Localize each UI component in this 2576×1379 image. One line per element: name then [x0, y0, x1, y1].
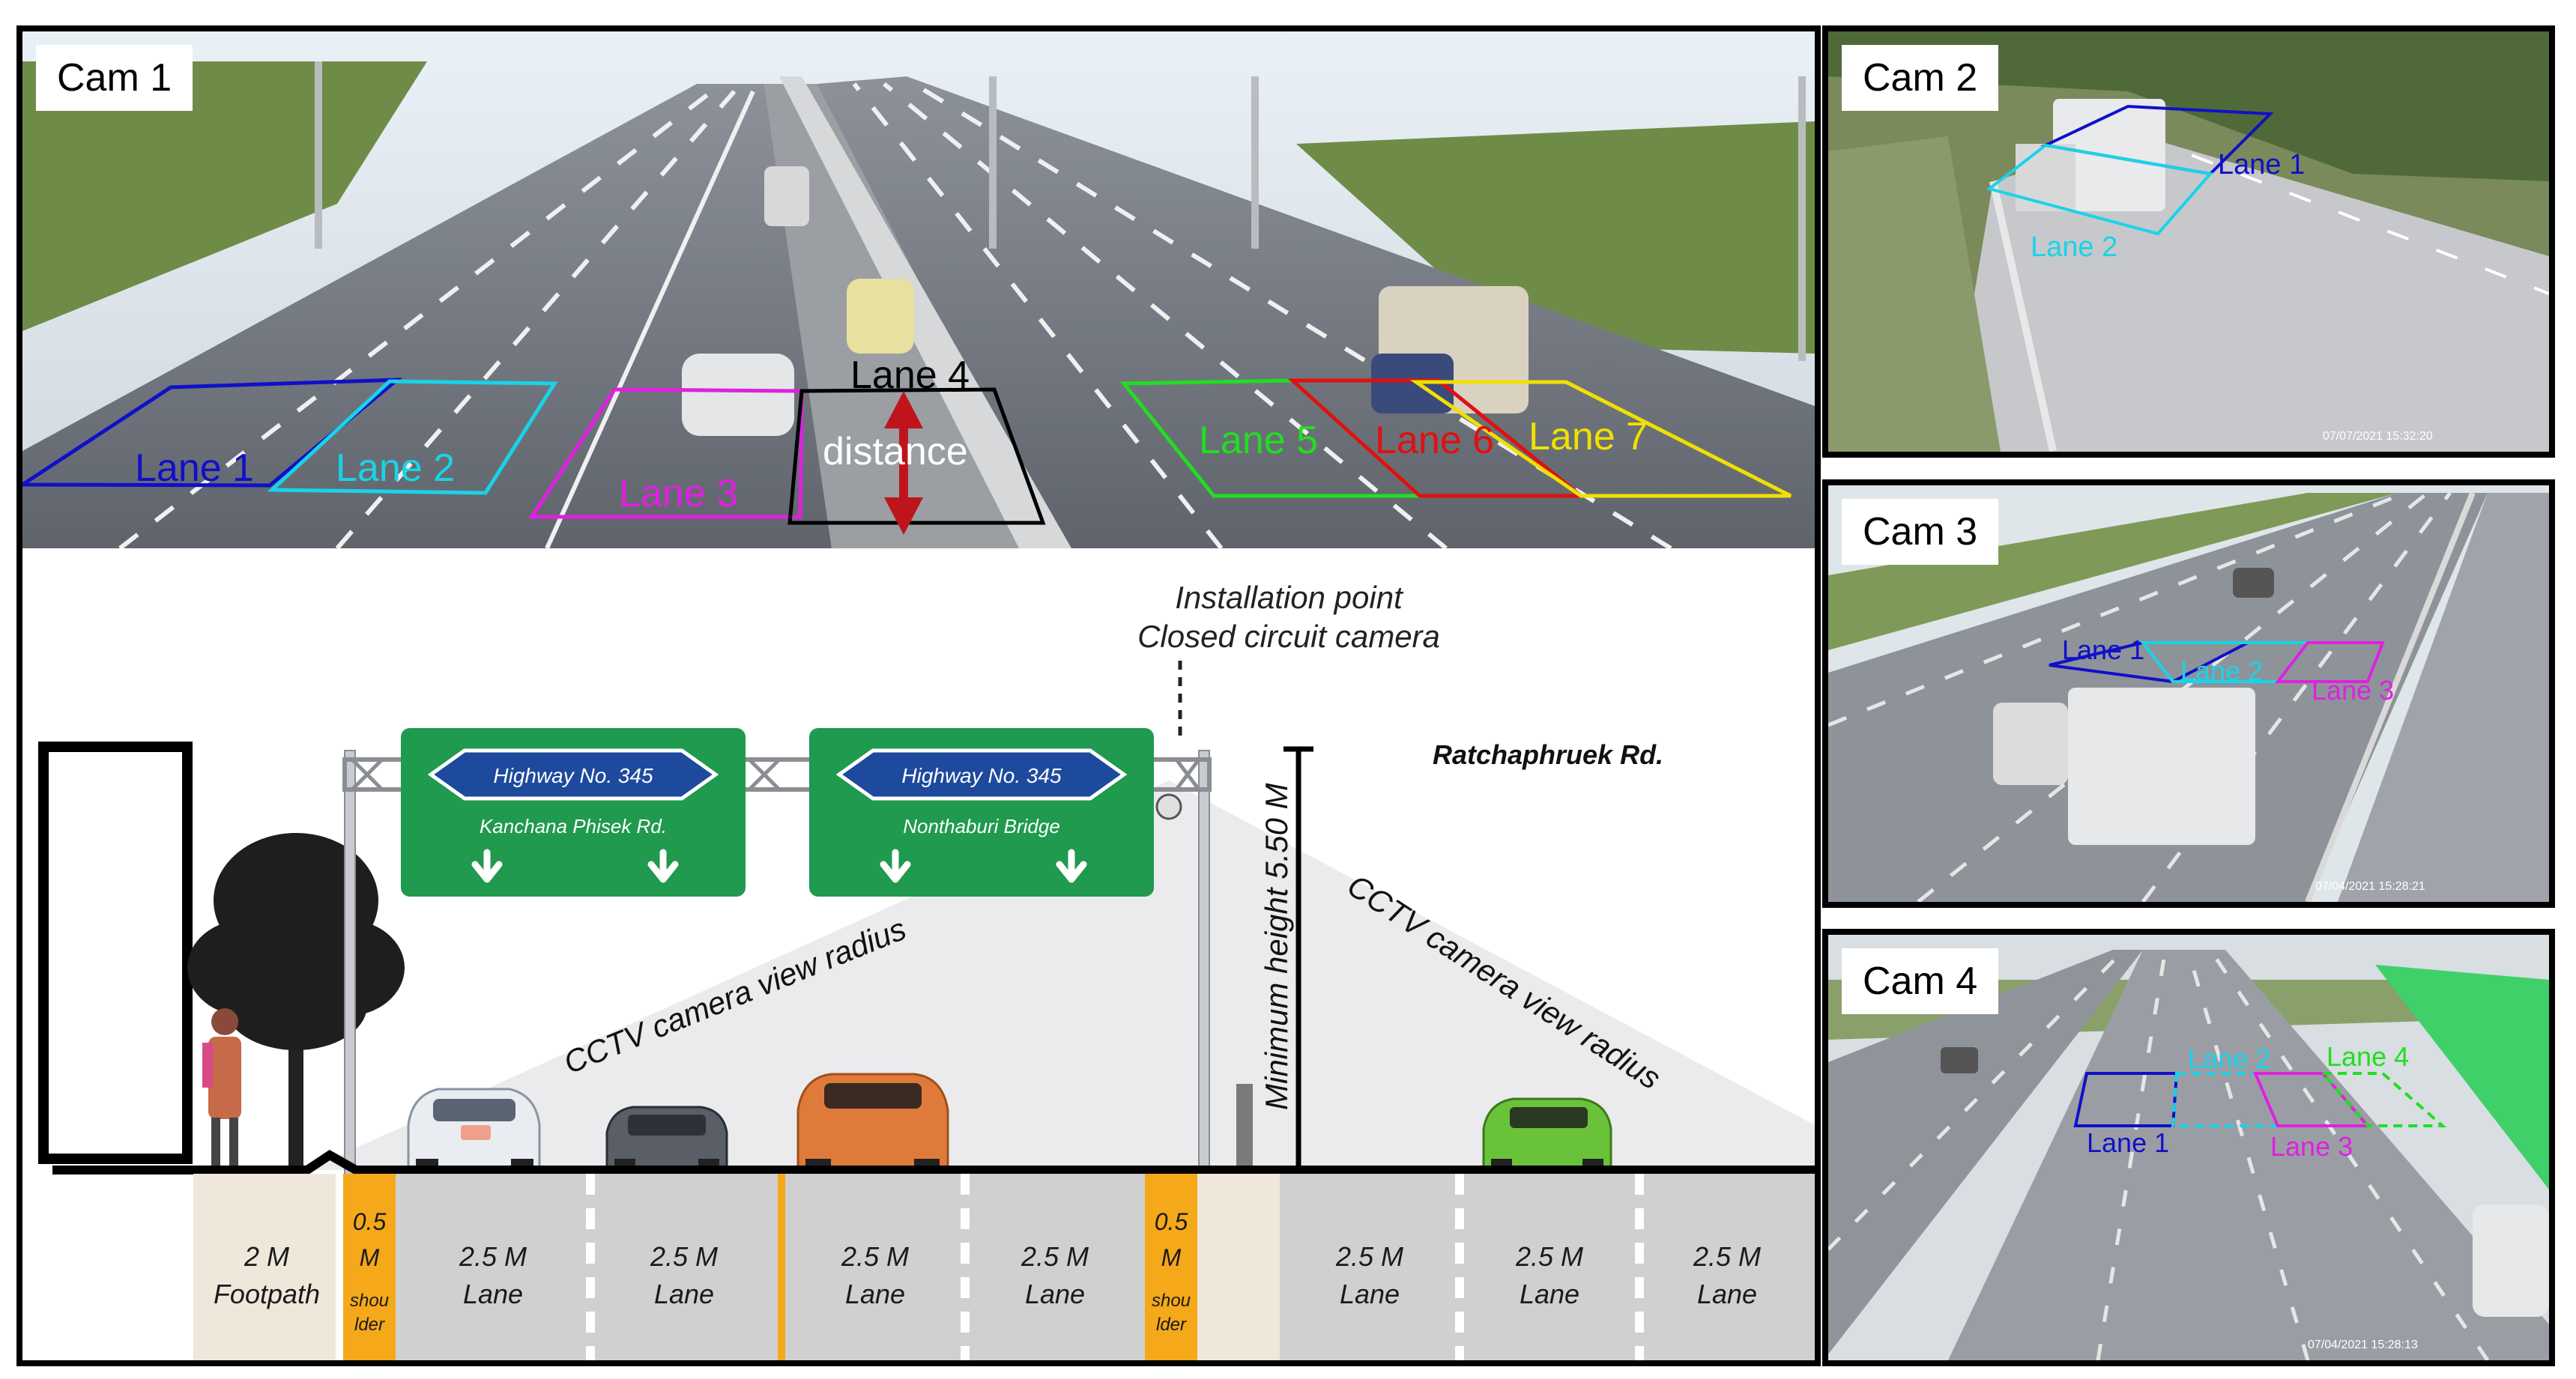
lane-strip [193, 1174, 1815, 1360]
cam2-svg: Lane 1 Lane 2 07/07/2021 15:32:20 [1828, 31, 2549, 452]
lane-5-width: 2.5 M [1335, 1241, 1403, 1272]
highway-sign-2: Highway No. 345 Nonthaburi Bridge [809, 728, 1154, 897]
lane-4-width: 2.5 M [1021, 1241, 1089, 1272]
shoulder-right-width-b: M [1161, 1244, 1182, 1271]
footpath-label: Footpath [214, 1279, 320, 1309]
cam1-tag: Cam 1 [36, 45, 193, 111]
tree-illustration [187, 833, 405, 1178]
lane-4-label: Lane [1025, 1279, 1085, 1309]
sign1-destination: Kanchana Phisek Rd. [480, 815, 667, 837]
cam1-lane2-box [267, 379, 558, 495]
cam3-lane1-label: Lane 1 [2062, 634, 2144, 665]
lane-1-width: 2.5 M [459, 1241, 527, 1272]
cam4-tag: Cam 4 [1842, 948, 1999, 1014]
cam3-lane2-label: Lane 2 [2180, 655, 2263, 686]
shoulder-right-width-a: 0.5 [1155, 1208, 1188, 1235]
sign2-destination: Nonthaburi Bridge [903, 815, 1060, 837]
pedestrian-illustration [202, 1008, 241, 1178]
gantry-pole-left [344, 750, 356, 1186]
cam1-lane5-label: Lane 5 [1199, 419, 1318, 462]
lane-6-label: Lane [1520, 1279, 1579, 1309]
lane-5-label: Lane [1340, 1279, 1400, 1309]
cam1-lane1-label: Lane 1 [135, 446, 254, 490]
main-panel: Lane 1 Lane 2 Lane 3 Lane 4 distance Lan… [16, 25, 1821, 1366]
cam2-lane2-label: Lane 2 [2031, 231, 2117, 263]
cam4-lane2-label: Lane 2 [2188, 1043, 2270, 1074]
cross-section-diagram: Installation point Closed circuit camera… [22, 548, 1815, 1360]
cam2-tag: Cam 2 [1842, 45, 1999, 111]
cam2-panel: Lane 1 Lane 2 07/07/2021 15:32:20 Cam 2 [1822, 25, 2555, 458]
cam1-photo [22, 31, 1815, 551]
lane-1-label: Lane [463, 1279, 523, 1309]
cam3-panel: Lane 1 Lane 2 Lane 3 07/04/2021 15:28:21… [1822, 479, 2555, 908]
lane-2-width: 2.5 M [650, 1241, 718, 1272]
cam1-lane-labels: Lane 1 Lane 2 Lane 3 Lane 4 distance Lan… [135, 354, 1648, 515]
lane-3-label: Lane [845, 1279, 905, 1309]
shoulder-left-label-b: lder [354, 1315, 385, 1335]
lane-strip-labels: 2 M Footpath 0.5 M shou lder 2.5 M Lane … [214, 1208, 1761, 1335]
cctv-camera-dome [1155, 793, 1182, 820]
distance-arrow [884, 391, 923, 535]
highway-sign-1: Highway No. 345 Kanchana Phisek Rd. [401, 728, 746, 897]
main-panel-svg: Lane 1 Lane 2 Lane 3 Lane 4 distance Lan… [22, 31, 1815, 1360]
cam1-lane-overlays [22, 378, 1792, 525]
cam2-lane1-label: Lane 1 [2218, 149, 2305, 181]
cam1-lane4-box [787, 387, 1046, 525]
lane-2-label: Lane [654, 1279, 714, 1309]
lane-7-width: 2.5 M [1693, 1241, 1761, 1272]
cam1-lane7-label: Lane 7 [1529, 415, 1648, 458]
lane-3-width: 2.5 M [841, 1241, 909, 1272]
cam1-lane2-label: Lane 2 [336, 446, 455, 490]
road-name: Ratchaphruek Rd. [1433, 739, 1663, 770]
cam1-lane3-label: Lane 3 [619, 472, 738, 515]
gantry-pole-right [1198, 750, 1210, 1186]
building-outline [38, 742, 193, 1164]
cam3-tag: Cam 3 [1842, 499, 1999, 565]
cam1-lane6-label: Lane 6 [1375, 419, 1494, 462]
cam3-timestamp: 07/04/2021 15:28:21 [2315, 880, 2425, 893]
footpath-width: 2 M [244, 1241, 289, 1272]
cam4-timestamp: 07/04/2021 15:28:13 [2308, 1339, 2418, 1351]
cam1-lane7-box [1409, 380, 1792, 498]
install-point-line1: Installation point [1175, 580, 1404, 615]
shoulder-left-width-a: 0.5 [353, 1208, 387, 1235]
cam3-lane3-label: Lane 3 [2312, 675, 2394, 706]
lane-7-label: Lane [1697, 1279, 1757, 1309]
sign2-highway: Highway No. 345 [901, 764, 1062, 787]
cam1-lane4-label: Lane 4 [850, 354, 970, 397]
lane-6-width: 2.5 M [1515, 1241, 1583, 1272]
cam2-timestamp: 07/07/2021 15:32:20 [2323, 430, 2433, 443]
camera-view-cone [307, 781, 1815, 1170]
shoulder-right-label-b: lder [1156, 1315, 1187, 1335]
shoulder-left-width-b: M [360, 1244, 380, 1271]
shoulder-right-label-a: shou [1152, 1291, 1191, 1311]
install-point-line2: Closed circuit camera [1137, 619, 1440, 654]
cam4-panel: Lane 1 Lane 2 Lane 3 Lane 4 07/04/2021 1… [1822, 929, 2555, 1366]
cam1-distance-label: distance [823, 430, 968, 473]
shoulder-left-label-a: shou [350, 1291, 389, 1311]
min-height-label: Minimum height 5.50 M [1259, 783, 1294, 1110]
car-white [407, 1088, 541, 1181]
cam4-lane3-label: Lane 3 [2270, 1131, 2353, 1162]
cam3-svg: Lane 1 Lane 2 Lane 3 07/04/2021 15:28:21 [1828, 485, 2549, 902]
sign1-highway: Highway No. 345 [493, 764, 653, 787]
cam4-lane4-label: Lane 4 [2326, 1041, 2409, 1072]
cam4-lane1-label: Lane 1 [2087, 1127, 2169, 1158]
